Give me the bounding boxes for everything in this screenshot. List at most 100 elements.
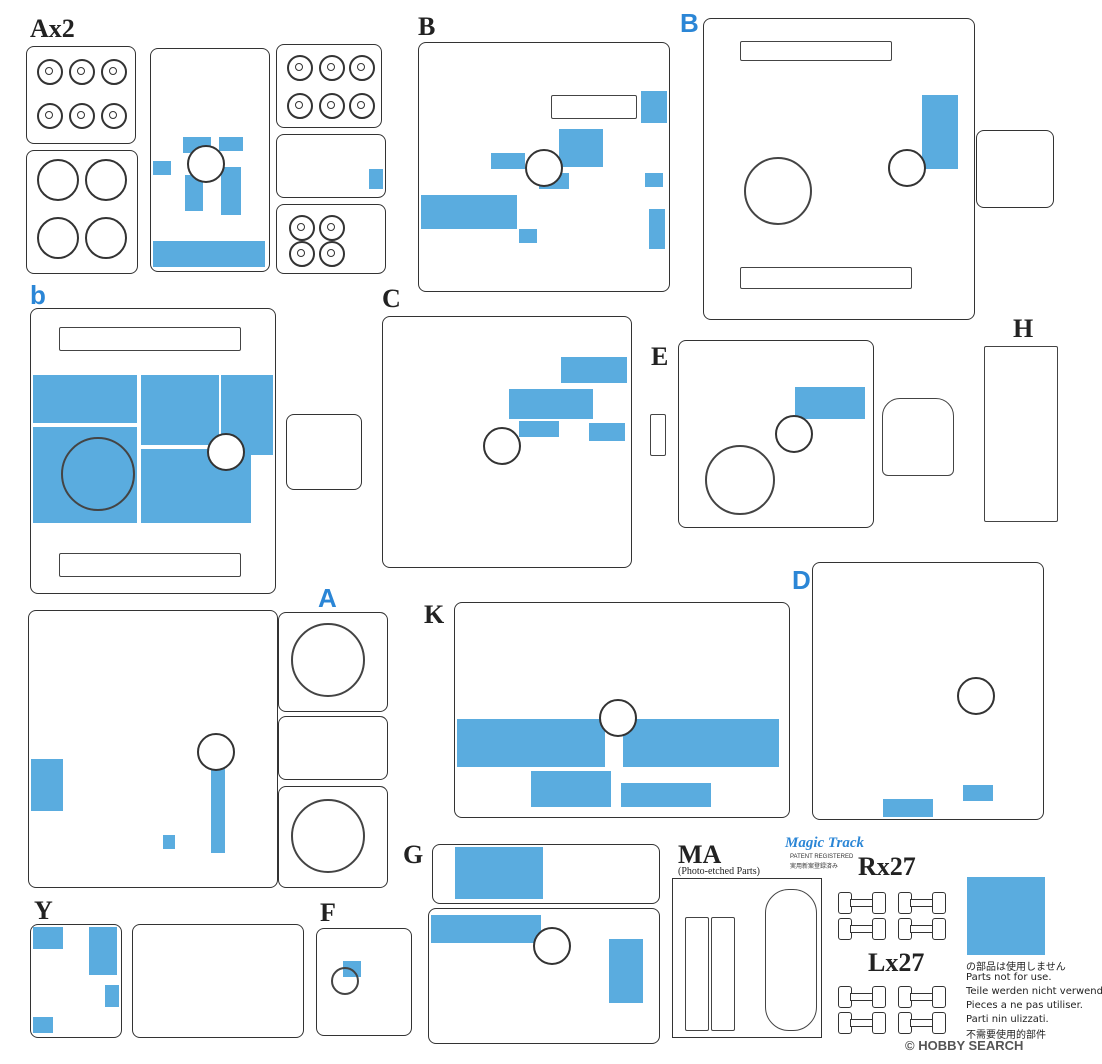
sprue-label-c: C (382, 284, 401, 313)
track-link-icon (838, 1012, 886, 1034)
sprue-hub-icon (207, 433, 245, 471)
sprue-a-disc-2 (278, 786, 388, 888)
not-used-highlight (105, 985, 119, 1007)
track-link-icon (898, 892, 946, 914)
sprue-label-b-lower: b (30, 280, 46, 310)
track-link-icon (898, 918, 946, 940)
sprue-label-ma: MA (678, 840, 722, 869)
sprue-ma (672, 878, 822, 1038)
part (650, 414, 666, 456)
sprue-c (382, 316, 632, 568)
road-wheel-icon (319, 241, 345, 267)
not-used-highlight (509, 389, 593, 419)
pe-mesh-part (765, 889, 817, 1031)
not-used-highlight (369, 169, 383, 189)
not-used-highlight (561, 357, 627, 383)
legend-line-it: Parti nin ulizzati. (966, 1014, 1049, 1025)
legend-line-en: Parts not for use. (966, 972, 1052, 983)
sprue-b-hull-plate (976, 130, 1054, 208)
cupola-icon (331, 967, 359, 995)
sprue-y-right (132, 924, 304, 1038)
hatch-ring-icon (705, 445, 775, 515)
not-used-highlight (219, 137, 243, 151)
sprue-ax2-wheels-top (26, 46, 136, 144)
part (59, 553, 241, 577)
road-wheel-icon (37, 59, 63, 85)
legend-line-zh: 不需要使用的部件 (966, 1030, 1046, 1041)
not-used-highlight (491, 153, 525, 169)
track-link-icon (898, 1012, 946, 1034)
sprue-label-lx27: Lx27 (868, 948, 925, 977)
idler-wheel-icon (85, 217, 127, 259)
return-roller-icon (287, 55, 313, 81)
not-used-highlight (153, 241, 265, 267)
sprocket-icon (37, 217, 79, 259)
sprue-label-rx27: Rx27 (858, 852, 916, 881)
road-wheel-icon (289, 241, 315, 267)
not-used-highlight (963, 785, 993, 801)
return-roller-icon (319, 93, 345, 119)
road-wheel-icon (319, 215, 345, 241)
part (740, 267, 912, 289)
turret-part (882, 398, 954, 476)
sprue-label-k: K (424, 600, 445, 629)
sprue-g (428, 908, 660, 1044)
magic-track-logo: Magic Track (785, 835, 865, 851)
sprue-hub-icon (957, 677, 995, 715)
not-used-highlight (33, 375, 137, 423)
not-used-highlight (795, 387, 865, 419)
part (551, 95, 637, 119)
sprue-a-plate (278, 716, 388, 780)
not-used-highlight (883, 799, 933, 817)
sprocket-icon (37, 159, 79, 201)
sprue-hub-icon (533, 927, 571, 965)
sprue-label-b: B (418, 12, 436, 41)
sprue-label-g: G (403, 840, 424, 869)
sprue-e (678, 340, 874, 528)
not-used-highlight (649, 231, 665, 249)
sprue-ax2-rollers (276, 204, 386, 274)
road-wheel-icon (69, 59, 95, 85)
not-used-legend-swatch (967, 877, 1045, 955)
sprue-a-disc-1 (278, 612, 388, 712)
sprue-b-hull (703, 18, 975, 320)
not-used-highlight (185, 175, 203, 211)
track-link-icon (898, 986, 946, 1008)
track-link-icon (838, 892, 886, 914)
sprue-b-lower (30, 308, 276, 594)
sprue-b (418, 42, 670, 292)
not-used-highlight (33, 927, 63, 949)
not-used-highlight (153, 161, 171, 175)
sprue-label-d: D (792, 565, 811, 595)
not-used-highlight (455, 847, 543, 899)
sprue-label-f: F (320, 898, 336, 927)
hatch-disc-icon (291, 623, 365, 697)
part (740, 41, 892, 61)
not-used-highlight (922, 95, 958, 169)
not-used-highlight (431, 915, 541, 943)
not-used-highlight (457, 719, 605, 767)
sprue-label-y: Y (34, 896, 53, 925)
not-used-highlight (609, 939, 643, 1003)
sprue-hub-icon (775, 415, 813, 453)
return-roller-icon (349, 55, 375, 81)
sprue-hub-icon (599, 699, 637, 737)
sprue-hub-icon (483, 427, 521, 465)
road-wheel-icon (37, 103, 63, 129)
sprue-hub-icon (197, 733, 235, 771)
pe-part (711, 917, 735, 1031)
not-used-highlight (559, 129, 603, 167)
legend-line-ja: の部品は使用しません (966, 962, 1066, 973)
idler-wheel-icon (85, 159, 127, 201)
sprue-hub-icon (187, 145, 225, 183)
not-used-highlight (211, 761, 225, 853)
not-used-highlight (649, 209, 665, 231)
not-used-highlight (141, 375, 219, 445)
sprue-label-e: E (651, 342, 669, 371)
watermark: © HOBBY SEARCH (905, 1038, 1024, 1053)
sprue-label-ax2: Ax2 (30, 14, 75, 43)
not-used-highlight (621, 783, 711, 807)
return-roller-icon (287, 93, 313, 119)
sprue-hub-icon (888, 149, 926, 187)
not-used-highlight (221, 167, 241, 215)
